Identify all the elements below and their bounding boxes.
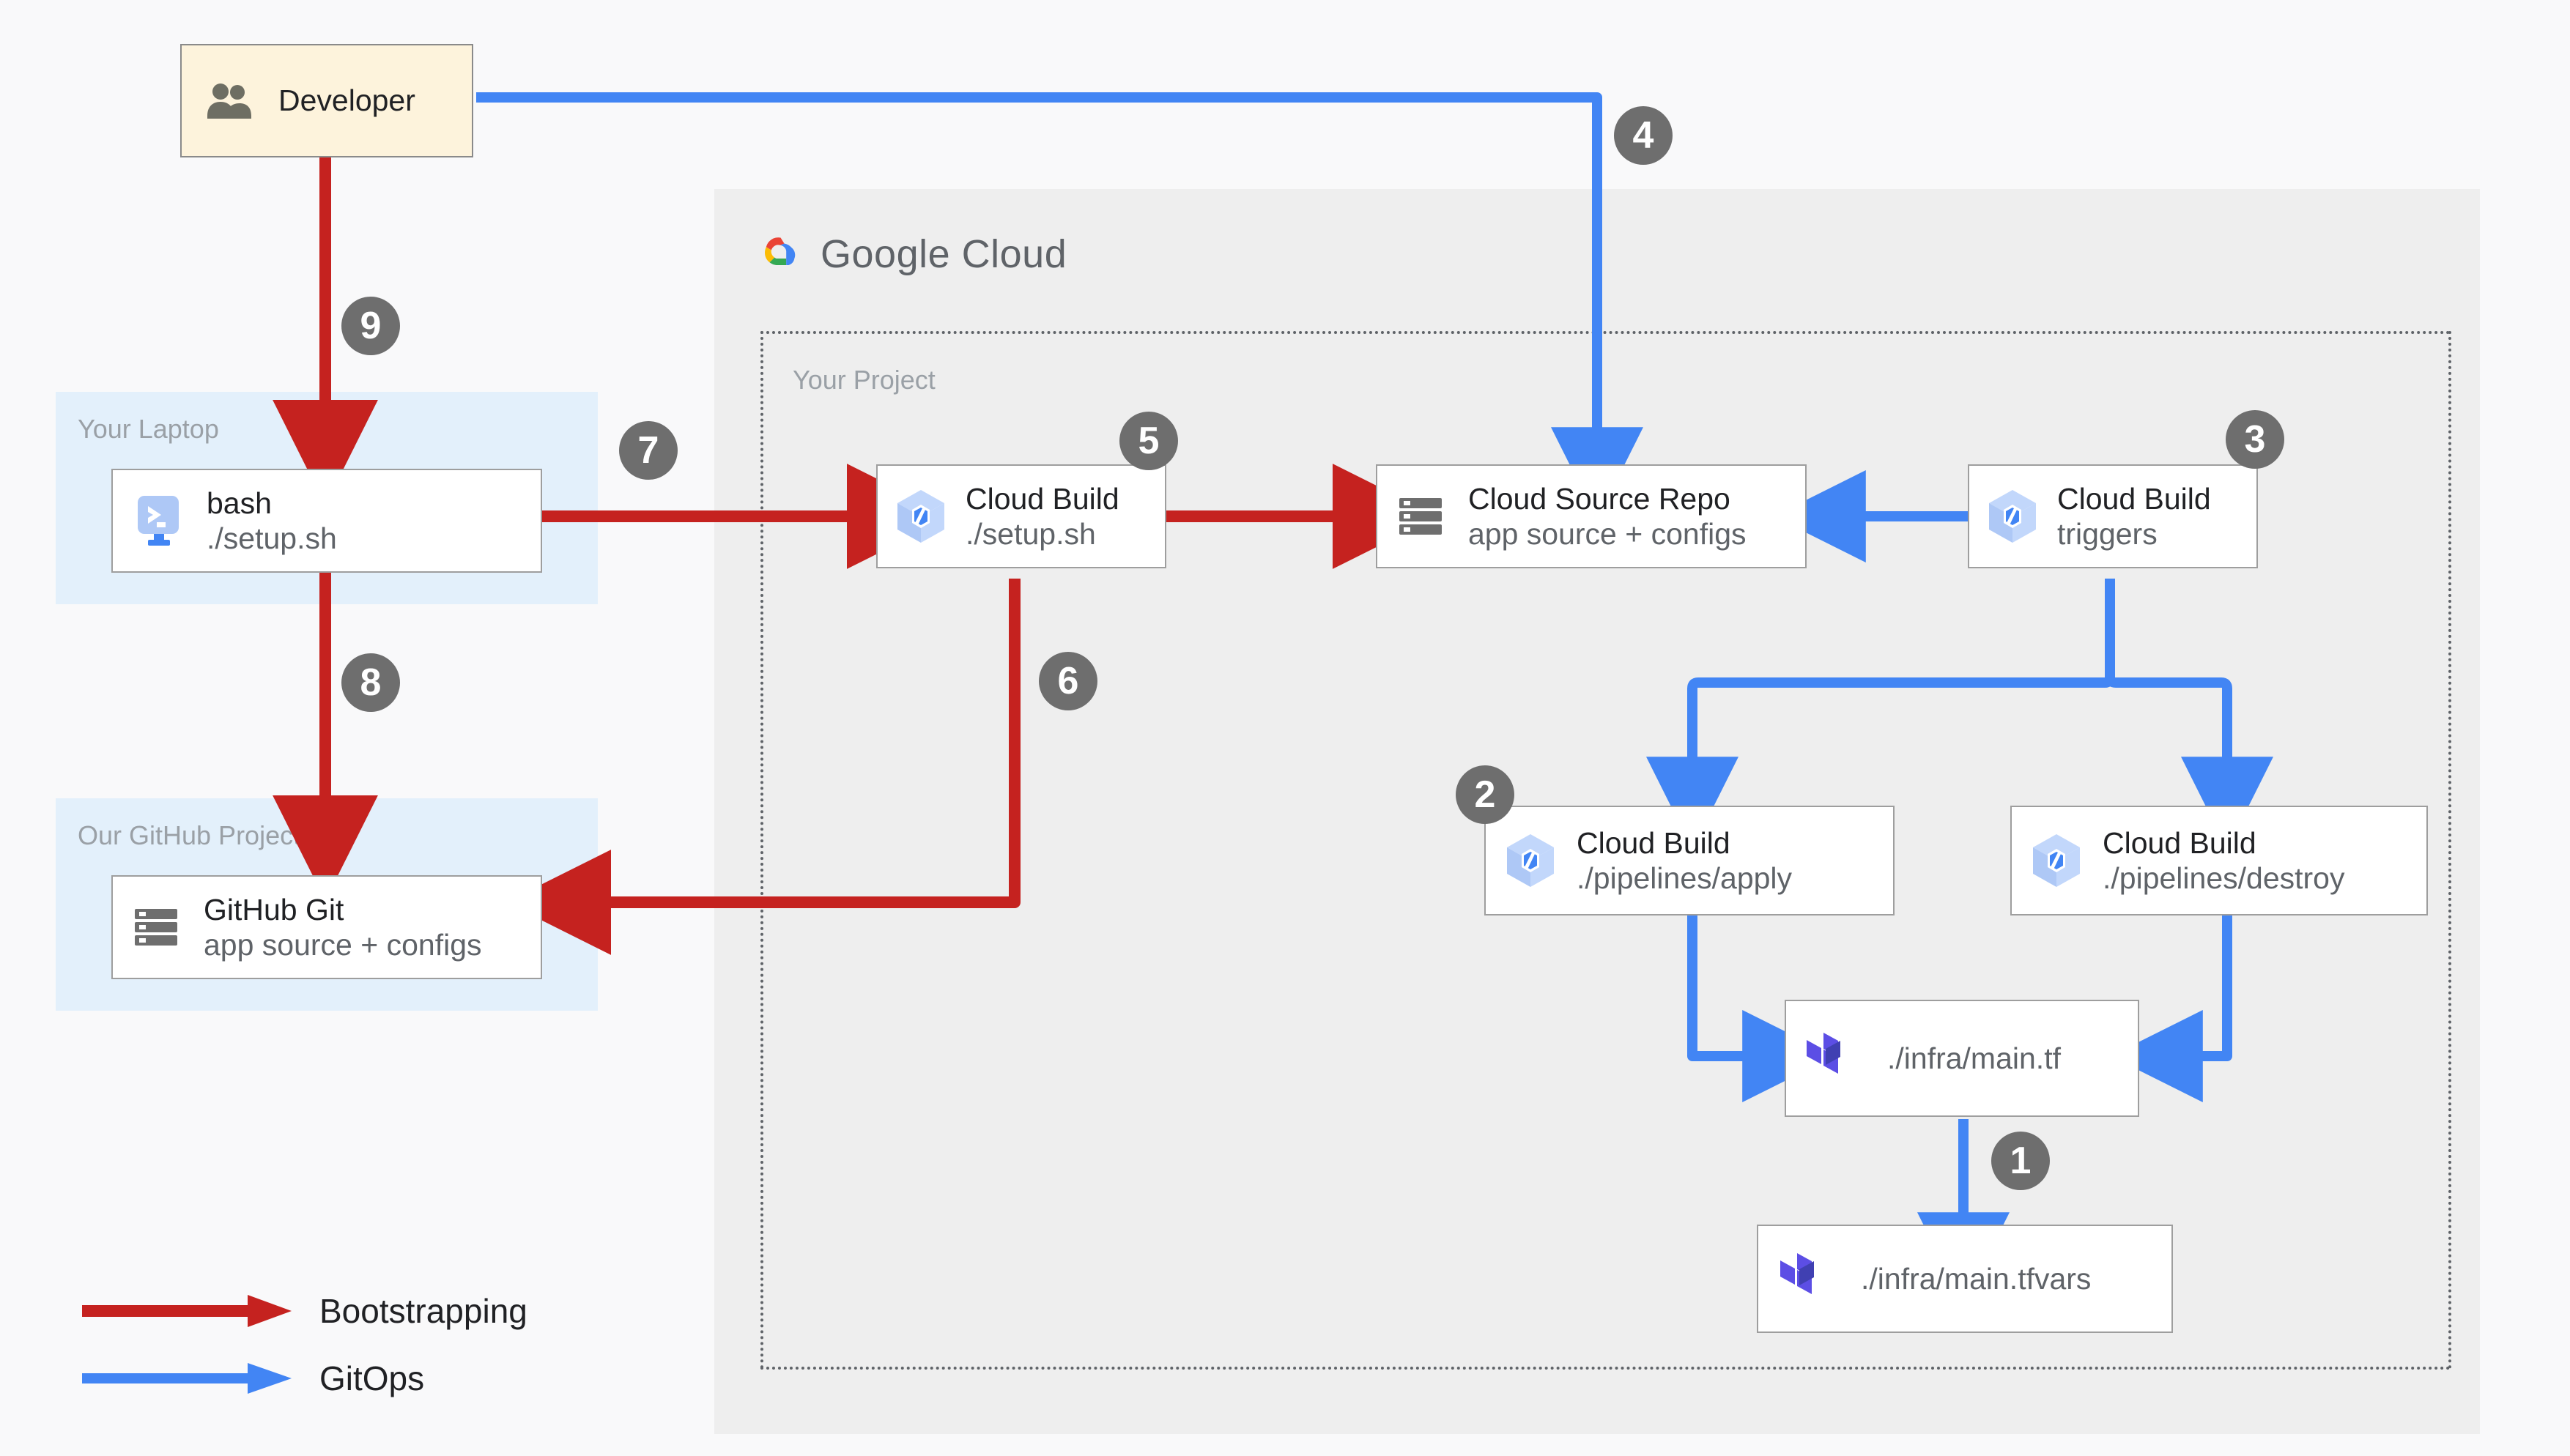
legend-arrow-gitops-icon — [82, 1363, 292, 1394]
node-bash[interactable]: bash ./setup.sh — [111, 469, 542, 573]
node-infra-main-tfvars-label: ./infra/main.tfvars — [1861, 1261, 2092, 1296]
legend-label-bootstrapping: Bootstrapping — [319, 1292, 527, 1330]
step-badge-2: 2 — [1456, 765, 1514, 824]
legend-label-gitops: GitOps — [319, 1359, 425, 1397]
node-cloud-source-repo-title: Cloud Source Repo — [1468, 481, 1730, 516]
people-icon — [207, 82, 252, 120]
repository-icon — [133, 905, 179, 950]
terraform-icon — [1805, 1033, 1851, 1084]
node-cloud-build-apply-subtitle: ./pipelines/apply — [1577, 861, 1793, 895]
node-cloud-build-setup-title: Cloud Build — [966, 481, 1119, 516]
google-cloud-brand: Google Cloud — [756, 229, 1067, 279]
node-github-git[interactable]: GitHub Git app source + configs — [111, 875, 542, 979]
node-bash-subtitle: ./setup.sh — [207, 521, 337, 555]
step-badge-8: 8 — [341, 653, 400, 712]
step-badge-5: 5 — [1119, 412, 1178, 470]
legend-item-bootstrapping: Bootstrapping — [81, 1289, 527, 1333]
cloud-build-icon — [2031, 833, 2082, 888]
node-cloud-source-repo-subtitle: app source + configs — [1468, 517, 1747, 551]
legend-item-gitops: GitOps — [81, 1356, 424, 1400]
step-badge-7: 7 — [619, 421, 678, 480]
node-developer-title: Developer — [278, 83, 415, 118]
node-developer[interactable]: Developer — [180, 44, 473, 157]
group-our-github-project-label: Our GitHub Project — [78, 820, 301, 850]
step-badge-6: 6 — [1039, 652, 1097, 710]
group-your-laptop-label: Your Laptop — [78, 414, 219, 444]
cloud-build-icon — [1987, 489, 2038, 544]
node-infra-main-tfvars[interactable]: ./infra/main.tfvars — [1757, 1225, 2173, 1333]
node-cloud-build-destroy-title: Cloud Build — [2103, 825, 2256, 860]
group-your-project-label: Your Project — [793, 365, 936, 395]
node-github-git-title: GitHub Git — [204, 892, 344, 926]
step-badge-9: 9 — [341, 297, 400, 355]
step-badge-3: 3 — [2226, 410, 2284, 469]
node-infra-main-tf[interactable]: ./infra/main.tf — [1785, 1000, 2139, 1117]
node-bash-title: bash — [207, 486, 272, 520]
google-cloud-label: Google Cloud — [821, 231, 1067, 276]
terraform-icon — [1779, 1253, 1824, 1304]
cloud-shell-icon — [133, 494, 182, 547]
google-cloud-logo-icon — [756, 229, 803, 279]
cloud-build-icon — [895, 489, 947, 544]
cloud-build-icon — [1505, 833, 1556, 888]
node-cloud-build-destroy-subtitle: ./pipelines/destroy — [2103, 861, 2345, 895]
node-cloud-build-setup[interactable]: Cloud Build ./setup.sh — [876, 464, 1166, 568]
legend-arrow-bootstrapping-icon — [82, 1295, 292, 1327]
repository-icon — [1398, 494, 1443, 539]
node-cloud-build-triggers[interactable]: Cloud Build triggers — [1968, 464, 2258, 568]
node-infra-main-tf-label: ./infra/main.tf — [1887, 1041, 2061, 1075]
node-cloud-build-apply-title: Cloud Build — [1577, 825, 1730, 860]
step-badge-4: 4 — [1614, 106, 1673, 165]
node-cloud-source-repo[interactable]: Cloud Source Repo app source + configs — [1376, 464, 1807, 568]
node-cloud-build-triggers-title: Cloud Build — [2057, 481, 2211, 516]
node-github-git-subtitle: app source + configs — [204, 928, 482, 962]
node-cloud-build-destroy[interactable]: Cloud Build ./pipelines/destroy — [2010, 806, 2428, 915]
node-cloud-build-triggers-subtitle: triggers — [2057, 517, 2158, 551]
node-cloud-build-setup-subtitle: ./setup.sh — [966, 517, 1096, 551]
step-badge-1: 1 — [1991, 1132, 2050, 1190]
node-cloud-build-apply[interactable]: Cloud Build ./pipelines/apply — [1484, 806, 1895, 915]
